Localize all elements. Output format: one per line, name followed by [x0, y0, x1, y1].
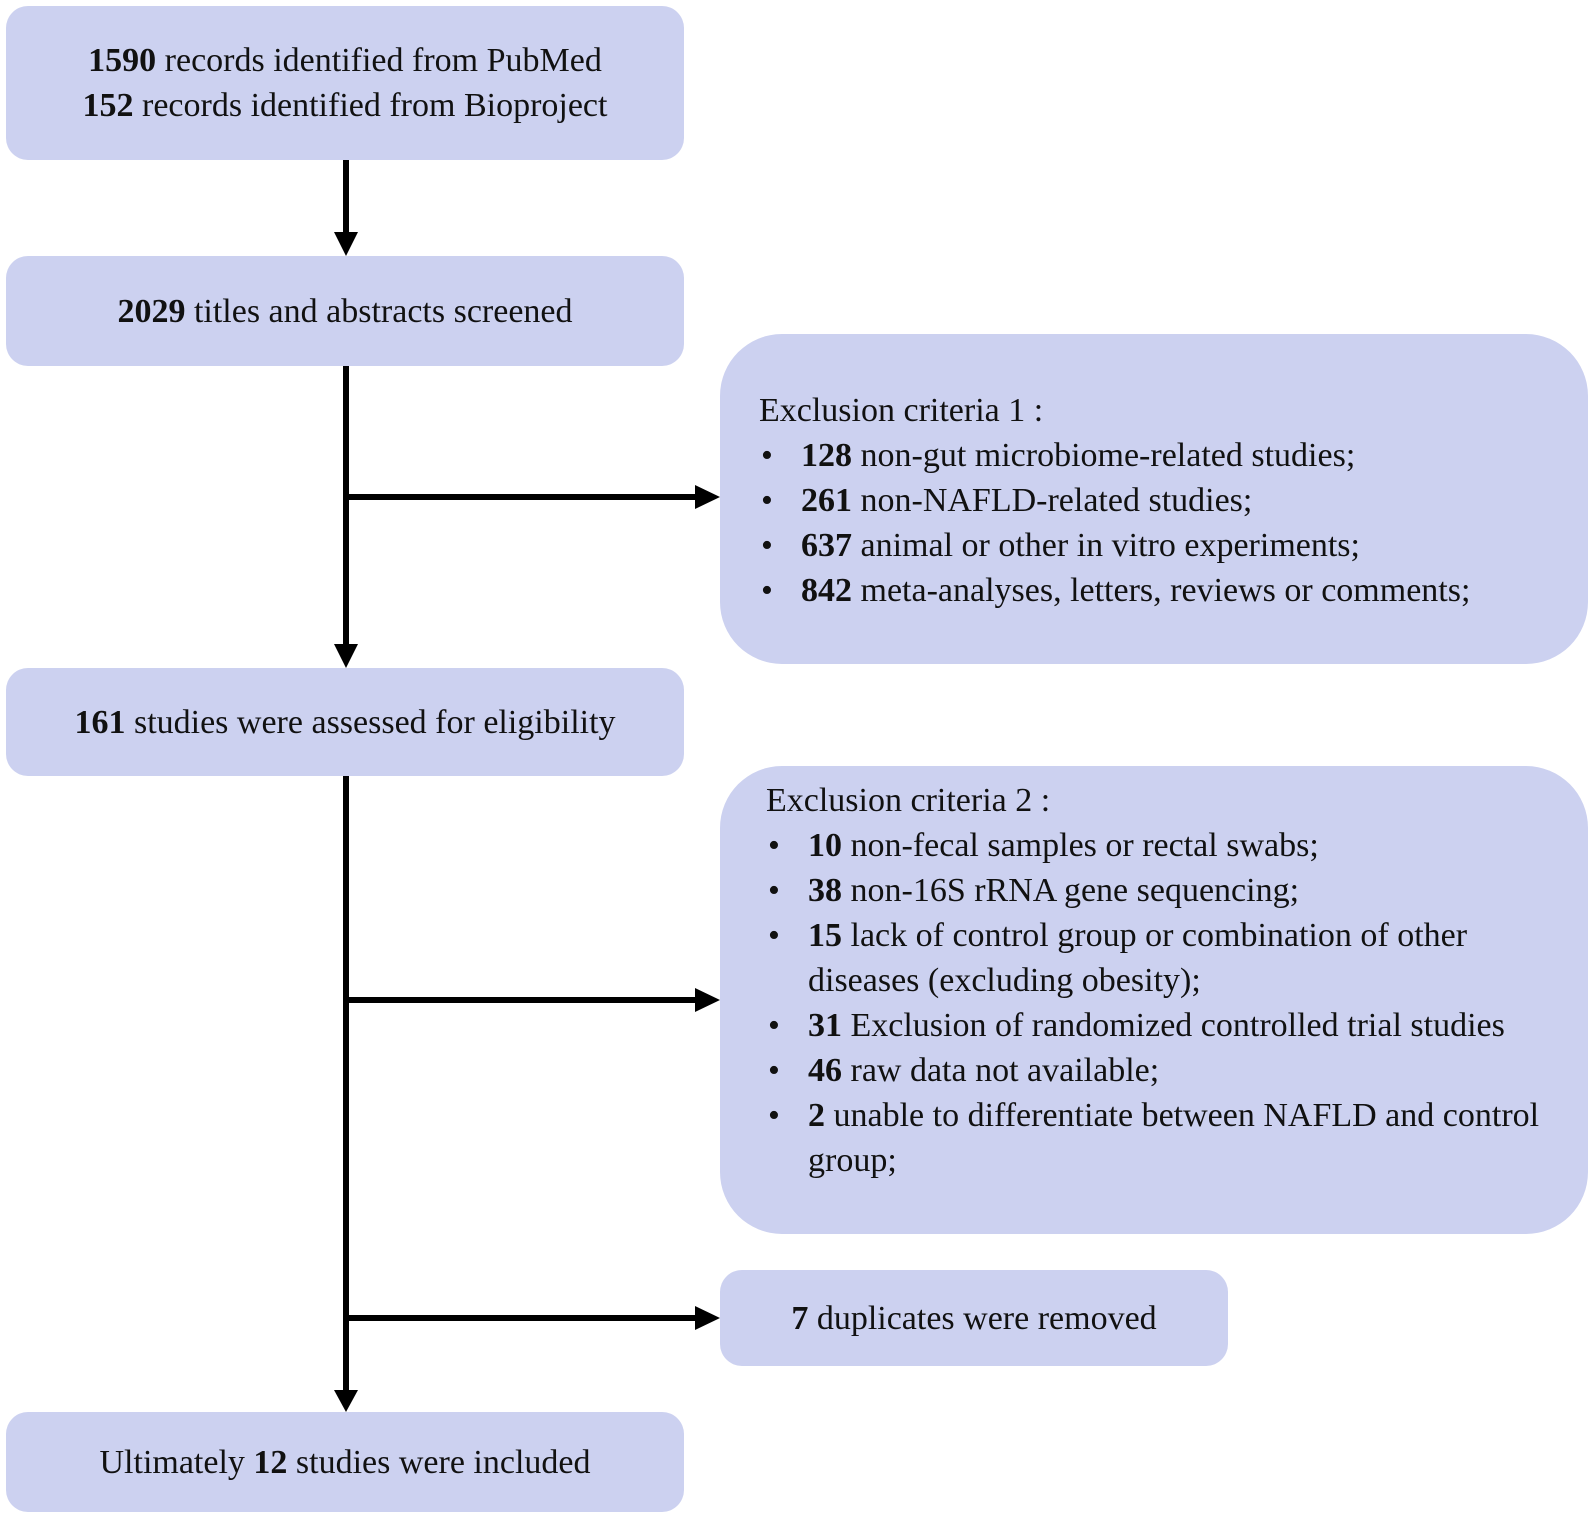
item-count: 15 [808, 917, 842, 954]
pubmed-text: records identified from PubMed [156, 42, 602, 79]
item-text: Exclusion of randomized controlled trial… [842, 1007, 1505, 1044]
screened-box: 2029 titles and abstracts screened [6, 256, 684, 366]
item-text: non-fecal samples or rectal swabs; [842, 827, 1319, 864]
pubmed-count: 1590 [88, 42, 157, 79]
bioproject-count: 152 [82, 87, 134, 124]
exclusion-criteria-1-box: Exclusion criteria 1 : 128 non-gut micro… [720, 334, 1588, 664]
item-count: 10 [808, 827, 842, 864]
included-suffix: studies were included [287, 1443, 591, 1481]
exclusion-criteria-2-title: Exclusion criteria 2 : [766, 782, 1051, 819]
included-prefix: Ultimately [99, 1443, 254, 1481]
item-count: 261 [801, 482, 852, 519]
exclusion-criteria-2-list: 10 non-fecal samples or rectal swabs; 38… [766, 823, 1568, 1183]
item-count: 38 [808, 872, 842, 909]
exclusion-1-item: 261 non-NAFLD-related studies; [759, 478, 1568, 523]
exclusion-criteria-1-list: 128 non-gut microbiome-related studies; … [759, 433, 1568, 613]
exclusion-1-item: 842 meta-analyses, letters, reviews or c… [759, 568, 1568, 613]
arrowhead-right-exclusion1 [695, 485, 720, 509]
exclusion-1-item: 128 non-gut microbiome-related studies; [759, 433, 1568, 478]
item-count: 46 [808, 1052, 842, 1089]
eligibility-line: 161 studies were assessed for eligibilit… [74, 700, 615, 745]
item-text: non-16S rRNA gene sequencing; [842, 872, 1300, 909]
exclusion-criteria-2-box: Exclusion criteria 2 : 10 non-fecal samp… [720, 766, 1588, 1234]
exclusion-1-item: 637 animal or other in vitro experiments… [759, 523, 1568, 568]
exclusion-2-item: 31 Exclusion of randomized controlled tr… [766, 1003, 1568, 1048]
screened-count: 2029 [117, 292, 186, 330]
item-text: raw data not available; [842, 1052, 1160, 1089]
item-count: 128 [801, 437, 852, 474]
arrowhead-down-box3 [334, 644, 358, 668]
duplicates-count: 7 [791, 1299, 809, 1337]
duplicates-text: duplicates were removed [808, 1299, 1157, 1337]
included-count: 12 [253, 1443, 288, 1481]
item-count: 2 [808, 1097, 825, 1134]
exclusion-2-item: 10 non-fecal samples or rectal swabs; [766, 823, 1568, 868]
screened-text: titles and abstracts screened [185, 292, 573, 330]
screened-line: 2029 titles and abstracts screened [117, 289, 572, 334]
item-text: lack of control group or combination of … [808, 917, 1468, 999]
records-identified-box: 1590 records identified from PubMed 152 … [6, 6, 684, 160]
item-text: meta-analyses, letters, reviews or comme… [852, 572, 1471, 609]
item-count: 637 [801, 527, 852, 564]
exclusion-2-item: 15 lack of control group or combination … [766, 913, 1568, 1003]
records-bioproject-line: 152 records identified from Bioproject [83, 83, 608, 128]
duplicates-line: 7 duplicates were removed [791, 1296, 1156, 1341]
item-text: unable to differentiate between NAFLD an… [808, 1097, 1540, 1179]
duplicates-box: 7 duplicates were removed [720, 1270, 1228, 1366]
records-pubmed-line: 1590 records identified from PubMed [88, 38, 602, 83]
arrowhead-right-exclusion2 [695, 988, 720, 1012]
item-text: animal or other in vitro experiments; [852, 527, 1360, 564]
exclusion-criteria-1-title: Exclusion criteria 1 : [759, 392, 1044, 429]
eligibility-box: 161 studies were assessed for eligibilit… [6, 668, 684, 776]
arrowhead-right-duplicates [695, 1306, 720, 1330]
item-text: non-NAFLD-related studies; [852, 482, 1253, 519]
item-count: 842 [801, 572, 852, 609]
included-line: Ultimately 12 studies were included [100, 1440, 591, 1485]
exclusion-2-item: 38 non-16S rRNA gene sequencing; [766, 868, 1568, 913]
eligibility-text: studies were assessed for eligibility [125, 703, 616, 741]
exclusion-2-item: 2 unable to differentiate between NAFLD … [766, 1093, 1568, 1183]
exclusion-2-item: 46 raw data not available; [766, 1048, 1568, 1093]
item-count: 31 [808, 1007, 842, 1044]
arrowhead-down-final [334, 1390, 358, 1412]
eligibility-count: 161 [74, 703, 126, 741]
included-box: Ultimately 12 studies were included [6, 1412, 684, 1512]
item-text: non-gut microbiome-related studies; [852, 437, 1356, 474]
arrowhead-down-box2 [334, 232, 358, 256]
bioproject-text: records identified from Bioproject [133, 87, 608, 124]
